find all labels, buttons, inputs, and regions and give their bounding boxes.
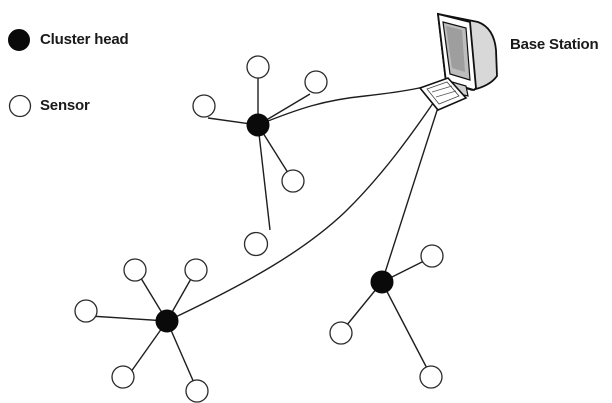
- sensor-node: [192, 94, 216, 118]
- sensor-node: [185, 379, 209, 403]
- sensor-node: [281, 169, 305, 193]
- cluster-head-b: [155, 309, 179, 333]
- link-head-b-to-base-station: [166, 95, 439, 322]
- cluster-c-sensors: [329, 244, 444, 389]
- link-head-a-to-base-station: [257, 85, 429, 126]
- legend-cluster-head-label: Cluster head: [40, 31, 129, 48]
- link-head-c-to-base-station: [381, 97, 442, 283]
- sensor-node: [184, 258, 208, 282]
- sensor-node: [111, 365, 135, 389]
- sensor-node: [246, 55, 270, 79]
- sensor-node: [304, 70, 328, 94]
- cluster-head-c: [370, 270, 394, 294]
- sensor-node: [74, 299, 98, 323]
- legend-sensor-label: Sensor: [40, 97, 90, 114]
- base-station-computer-icon: [418, 12, 498, 111]
- sensor-node: [123, 258, 147, 282]
- sensor-node: [420, 244, 444, 268]
- link-head-a-to-relay-sensor: [257, 124, 271, 231]
- sensor-node: [419, 365, 443, 389]
- cluster-b-spokes: [89, 269, 199, 393]
- sensor-node: [329, 321, 353, 345]
- cluster-head-a: [246, 113, 270, 137]
- legend-sensor-icon: [8, 94, 32, 118]
- cluster-b-sensors: [74, 258, 209, 403]
- legend-cluster-head-icon: [8, 29, 30, 51]
- cluster-a-sensors: [192, 55, 328, 193]
- base-station-label: Base Station: [510, 36, 599, 53]
- relay-sensor-node: [243, 231, 269, 257]
